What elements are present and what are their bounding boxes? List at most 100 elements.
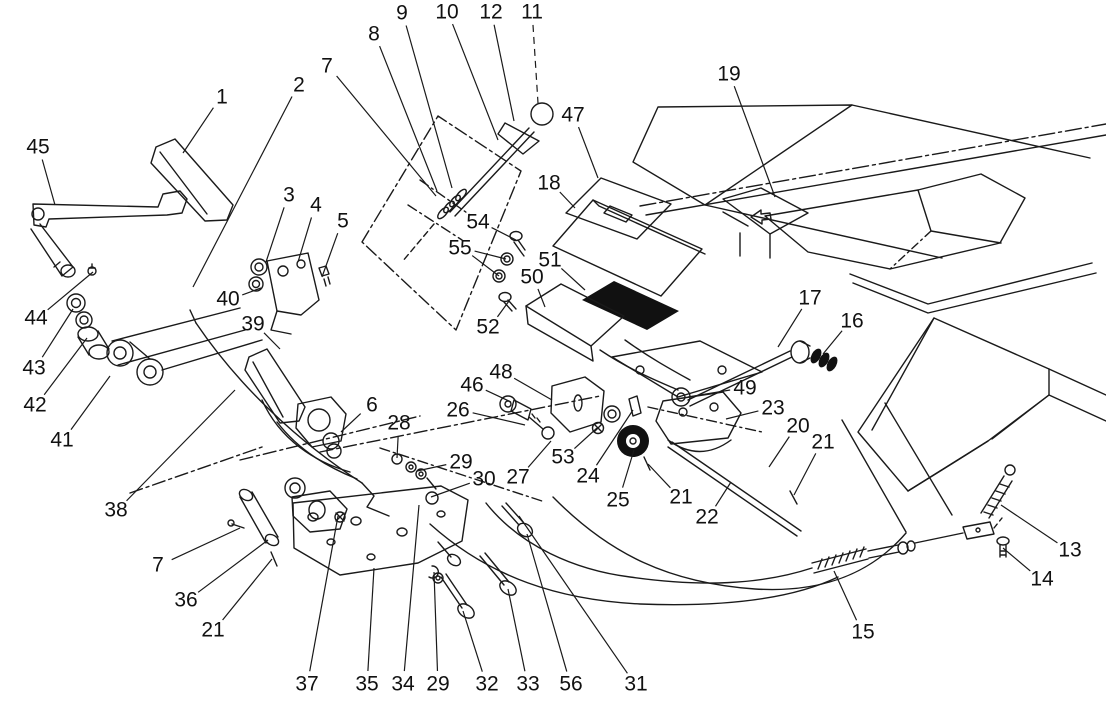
- pedal-50: [525, 281, 763, 398]
- linkage-46-26-48: [319, 376, 605, 453]
- callout-label-29-55: 29: [426, 673, 449, 696]
- callout-leader-7: [336, 75, 437, 197]
- callout-leader-35: [367, 567, 375, 672]
- callout-label-41-27: 41: [50, 429, 73, 452]
- callout-leader-6: [340, 413, 362, 433]
- callout-label-52-16: 52: [476, 316, 499, 339]
- center-bracket-assembly: [227, 396, 546, 619]
- callout-leader-46: [485, 389, 512, 403]
- callout-label-9-4: 9: [396, 2, 408, 25]
- callout-label-45-8: 45: [26, 136, 49, 159]
- chassis-frame: [632, 104, 1106, 533]
- callout-leader-8: [379, 45, 438, 192]
- callout-leader-43: [41, 308, 74, 358]
- callout-label-32-56: 32: [475, 673, 498, 696]
- callout-label-48-39: 48: [489, 361, 512, 384]
- callout-leader-3: [265, 207, 285, 263]
- callout-leader-33: [507, 588, 526, 672]
- callout-label-18-17: 18: [537, 172, 560, 195]
- callout-label-7-2: 7: [321, 55, 333, 78]
- callout-label-1-0: 1: [216, 86, 228, 109]
- callout-label-5-11: 5: [337, 210, 349, 233]
- callout-label-24-41: 24: [576, 465, 600, 488]
- callout-leader-20: [768, 436, 790, 468]
- callout-leader-22: [714, 481, 732, 507]
- callout-leader-53: [574, 427, 598, 450]
- callout-leader-21: [222, 558, 273, 621]
- callout-label-42-26: 42: [23, 394, 46, 417]
- callout-label-56-58: 56: [559, 673, 582, 696]
- callout-leader-10: [451, 23, 499, 141]
- callout-label-34-54: 34: [391, 673, 415, 696]
- callout-label-33-57: 33: [516, 673, 539, 696]
- callout-label-19-18: 19: [717, 63, 740, 86]
- callout-label-46-38: 46: [460, 374, 483, 397]
- callout-label-44-24: 44: [24, 307, 48, 330]
- callout-leader-41: [70, 375, 111, 430]
- callout-leader-48: [513, 377, 553, 401]
- callout-label-29-35: 29: [449, 451, 472, 474]
- callout-label-21-47: 21: [669, 486, 692, 509]
- callout-leader-36: [197, 539, 269, 593]
- callout-label-43-25: 43: [22, 357, 45, 380]
- callout-leader-29: [433, 571, 439, 672]
- callout-leader-28: [396, 435, 399, 459]
- callout-leader-24: [595, 409, 634, 466]
- callout-leader-18: [559, 191, 576, 209]
- callout-leader-16: [822, 330, 843, 355]
- callout-label-37-52: 37: [295, 673, 318, 696]
- callout-leader-25: [621, 449, 635, 488]
- callout-label-40-22: 40: [216, 288, 239, 311]
- callout-label-35-53: 35: [355, 673, 378, 696]
- callout-label-13-49: 13: [1058, 539, 1081, 562]
- callout-label-3-9: 3: [283, 184, 295, 207]
- callout-leader-47: [577, 126, 599, 179]
- lower-pedal-and-rod: [189, 309, 390, 517]
- callout-label-39-23: 39: [241, 313, 264, 336]
- callout-leader-2: [192, 96, 293, 288]
- callout-label-6-32: 6: [366, 394, 378, 417]
- callout-label-21-46: 21: [811, 431, 834, 454]
- callout-leader-21: [647, 463, 671, 489]
- callout-leader-55: [474, 250, 507, 260]
- callout-leader-7: [171, 527, 241, 561]
- callout-leader-51: [560, 268, 586, 291]
- lever-arm-45: [30, 190, 188, 278]
- callout-label-36-30: 36: [174, 589, 197, 612]
- callout-label-50-15: 50: [520, 266, 543, 289]
- callout-leader-21: [793, 453, 817, 496]
- callout-leader-31: [518, 515, 628, 674]
- callout-label-20-45: 20: [786, 415, 809, 438]
- callout-leader-34: [403, 504, 420, 672]
- callout-label-15-51: 15: [851, 621, 874, 644]
- callout-leader-45: [41, 159, 56, 206]
- callout-leader-37: [309, 515, 339, 672]
- bracket-19-arrow: [722, 187, 809, 259]
- callout-leader-27: [527, 440, 552, 468]
- callout-leader-42: [43, 337, 88, 396]
- callout-label-26-34: 26: [446, 399, 469, 422]
- callout-leader-39: [263, 332, 281, 350]
- callout-label-47-19: 47: [561, 104, 584, 127]
- callout-label-11-7: 11: [521, 1, 543, 24]
- callout-label-8-3: 8: [368, 23, 380, 46]
- mount-bracket-345: [248, 252, 331, 335]
- callout-leader-32: [462, 610, 483, 672]
- callout-label-12-6: 12: [479, 1, 502, 24]
- callout-label-10-5: 10: [435, 1, 458, 24]
- callout-label-28-33: 28: [387, 412, 410, 435]
- callout-label-54-12: 54: [466, 211, 490, 234]
- callout-label-17-20: 17: [798, 287, 821, 310]
- callout-leader-26: [472, 412, 526, 426]
- callout-label-14-50: 14: [1030, 568, 1054, 591]
- callout-label-51-14: 51: [538, 249, 561, 272]
- callout-leader-12: [493, 24, 515, 122]
- callout-leader-56: [526, 533, 568, 672]
- callout-label-21-31: 21: [201, 619, 224, 642]
- callout-leader-49: [687, 389, 731, 398]
- callout-label-23-44: 23: [761, 397, 784, 420]
- callout-label-31-59: 31: [624, 673, 647, 696]
